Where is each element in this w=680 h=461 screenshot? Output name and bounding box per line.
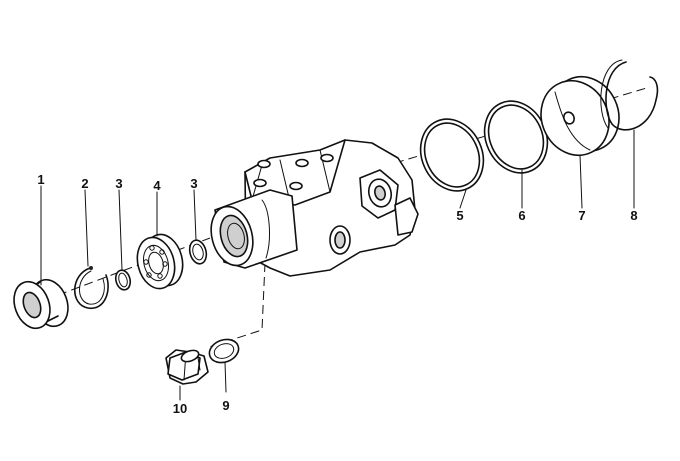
part-6-o-ring: [483, 100, 549, 174]
part-3-spacer-ring-left: [114, 269, 132, 291]
label-part-3-right: 3: [190, 176, 197, 191]
label-part-6: 6: [518, 208, 525, 223]
label-part-3-left: 3: [115, 176, 122, 191]
label-part-7: 7: [578, 208, 585, 223]
label-part-10: 10: [173, 401, 187, 416]
part-3-spacer-ring-right: [188, 239, 208, 265]
center-axis-left: [44, 237, 211, 301]
part-7-cover-cap: [540, 76, 620, 156]
part-8-circlip: [600, 59, 659, 131]
part-1-shaft-seal: [13, 278, 69, 330]
pump-housing: [210, 139, 419, 277]
part-5-o-ring: [419, 118, 485, 192]
label-part-1: 1: [37, 172, 44, 187]
label-part-8: 8: [630, 208, 637, 223]
leader-lines: [40, 129, 635, 401]
plug-axis: [205, 262, 266, 349]
label-part-2: 2: [81, 176, 88, 191]
label-part-4: 4: [153, 178, 161, 193]
part-9-seal-washer: [208, 338, 240, 364]
part-4-ball-bearing: [136, 233, 184, 290]
label-part-5: 5: [456, 208, 463, 223]
part-2-circlip: [74, 266, 109, 309]
part-10-screw-plug: [165, 349, 209, 385]
label-part-9: 9: [222, 398, 229, 413]
